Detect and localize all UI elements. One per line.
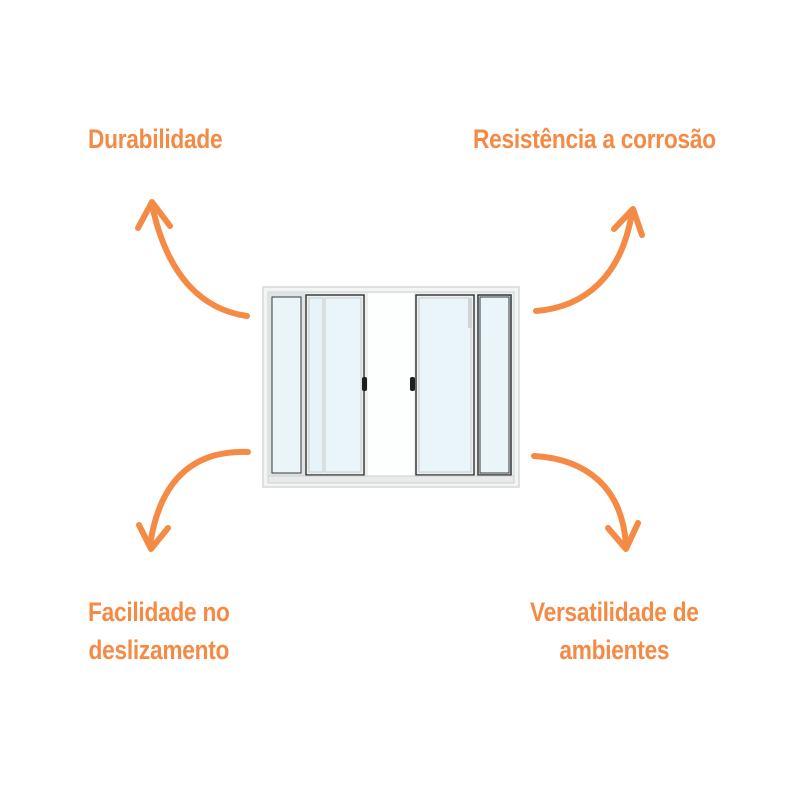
label-facilidade-deslizamento: Facilidade no deslizamento [88, 593, 230, 669]
label-versatilidade-ambientes: Versatilidade de ambientes [530, 593, 699, 669]
label-versatilidade-line2: ambientes [559, 635, 670, 665]
label-facilidade-line1: Facilidade no [88, 597, 230, 627]
label-resistencia-corrosao: Resistência a corrosão [473, 124, 716, 154]
label-versatilidade-line1: Versatilidade de [530, 597, 699, 627]
arrow-down-right-icon [531, 453, 641, 552]
label-durabilidade: Durabilidade [88, 124, 223, 154]
arrow-up-right-icon [533, 206, 645, 314]
arrow-down-left-icon [136, 448, 251, 552]
label-facilidade-line2: deslizamento [88, 635, 230, 665]
sliding-window [262, 286, 520, 488]
arrow-up-left-icon [135, 199, 250, 319]
